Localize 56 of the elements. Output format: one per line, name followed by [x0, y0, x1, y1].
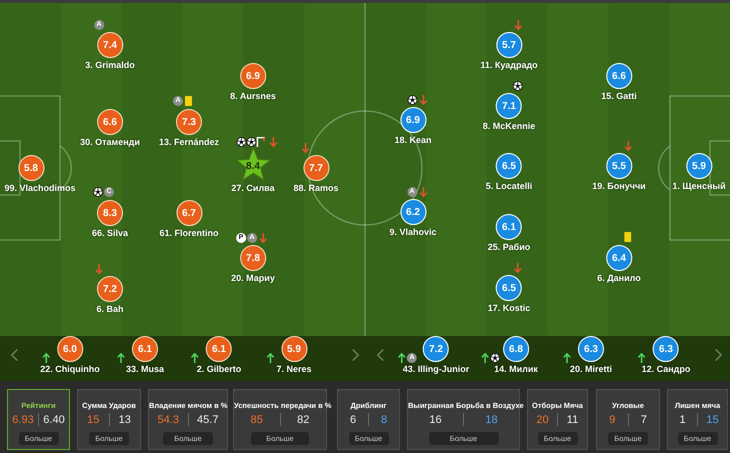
player-name: 14. Милик: [494, 364, 538, 375]
stat-card: [596, 389, 660, 450]
stat-value: 6.40: [43, 414, 65, 426]
player-name: 99. Vlachodimos: [4, 183, 76, 194]
player-name: 88. Ramos: [293, 183, 339, 194]
stat-value: 9: [609, 414, 616, 426]
player-name: 6. Данило: [597, 273, 641, 284]
player-name: 19. Бонуччи: [592, 181, 646, 192]
stat-value: 16: [429, 414, 442, 426]
stat-value: 20: [536, 414, 549, 426]
player-name: 6. Bah: [96, 304, 124, 315]
player-name: 61. Florentino: [160, 228, 218, 239]
player-name: 43. Illing-Junior: [402, 364, 470, 375]
stat-value: 54.3: [158, 414, 179, 426]
player-name: 27. Силва: [231, 183, 275, 194]
stat-value: 13: [118, 414, 131, 426]
stat-value: 11: [566, 414, 578, 426]
player-name: 2. Gilberto: [196, 364, 242, 375]
player-name: 11. Куадрадо: [480, 60, 538, 71]
stat-value: 82: [297, 414, 310, 426]
stat-value: 1: [679, 414, 686, 426]
stat-value: 8: [380, 414, 388, 426]
player-name: 12. Сандро: [642, 364, 690, 375]
stat-value: 85: [250, 414, 263, 426]
player-name: 9. Vlahovic: [389, 227, 437, 238]
player-name: 8. McKennie: [482, 121, 536, 132]
player-name: 15. Gatti: [601, 91, 637, 102]
player-name: 33. Musa: [126, 364, 164, 375]
player-name: 25. Рабио: [488, 242, 530, 253]
best-player-star: 8.4: [235, 147, 271, 181]
stat-value: 45.7: [197, 414, 218, 426]
stat-value: 7: [640, 414, 647, 426]
stat-value: 6: [350, 414, 356, 426]
player-name: 17. Kostic: [488, 303, 530, 314]
stat-card: [148, 389, 228, 450]
stat-card: [667, 389, 728, 450]
stat-card: [527, 389, 588, 450]
player-name: 3. Grimaldo: [85, 60, 135, 71]
stat-value: 15: [706, 414, 719, 426]
stat-card: [337, 389, 400, 450]
player-name: 20. Miretti: [570, 364, 612, 375]
stat-card: [7, 389, 70, 450]
stat-card: [77, 389, 141, 450]
player-name: 18. Kean: [394, 135, 432, 146]
stat-value: 18: [485, 414, 498, 426]
player-name: 20. Мариу: [231, 273, 275, 284]
player-name: 66. Silva: [92, 228, 128, 239]
stat-value: 15: [87, 414, 100, 426]
player-name: 1. Щенсный: [672, 181, 726, 192]
player-name: 22. Chiquinho: [40, 364, 100, 375]
player-name: 7. Neres: [276, 364, 312, 375]
player-name: 30. Отаменди: [80, 137, 140, 148]
stat-value: 6.93: [12, 414, 34, 426]
player-name: 8. Aursnes: [230, 91, 276, 102]
player-name: 13. Fernández: [158, 137, 220, 148]
player-name: 5. Locatelli: [486, 181, 532, 192]
